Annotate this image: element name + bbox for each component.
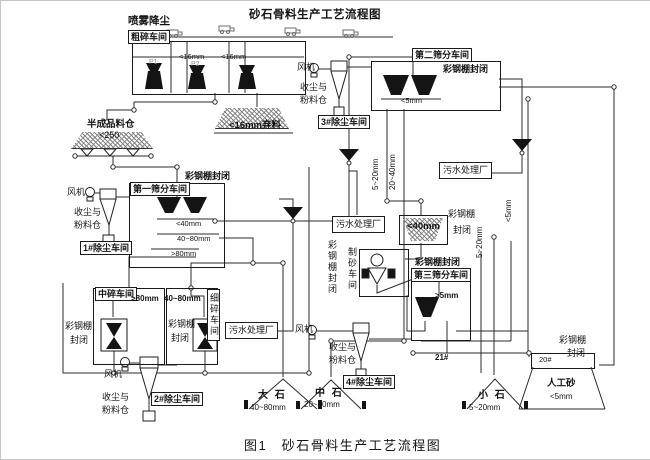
fine-enclosure-l2: 封闭 xyxy=(171,333,190,343)
building-screening-3 xyxy=(411,281,471,341)
mid-enclosure-l2: 封闭 xyxy=(70,335,89,345)
product-medium-size: 20~40mm xyxy=(304,400,340,409)
dedust-workshop-3: 3#除尘车间 xyxy=(318,115,371,130)
dedust-workshop-1: 1#除尘车间 xyxy=(80,241,133,256)
coarse-size-label-b: <16mm xyxy=(221,52,247,61)
sand-shed-enclosure-l2: 封闭 xyxy=(567,348,586,358)
mid-enclosure-l1: 彩钢棚 xyxy=(65,321,93,331)
fine-crush-feed-size: 40~80mm xyxy=(164,294,201,303)
dust-bin-label-1a: 收尘与 xyxy=(74,207,102,217)
semi-bin-label: 半成品料仓 xyxy=(87,119,135,130)
product-sand-name: 人工砂 xyxy=(547,378,576,389)
dust-bin-label-3a: 收尘与 xyxy=(300,82,328,92)
crusher-p1-tag: P1 xyxy=(149,59,158,66)
thickener-icons xyxy=(283,139,532,219)
building-sand-making xyxy=(359,249,409,297)
product-large-size: 40~80mm xyxy=(250,403,286,412)
belt-20-label: 20# xyxy=(539,355,552,364)
dust-bin-label-4b: 粉料仓 xyxy=(329,355,357,365)
figure-caption: 图1 砂石骨料生产工艺流程图 xyxy=(244,438,442,453)
dedust-workshop-2: 2#除尘车间 xyxy=(151,392,204,407)
fan-label-4: 风机 xyxy=(295,324,314,334)
screening-1-enclosure: 彩钢棚封闭 xyxy=(185,171,231,181)
dust-bin-label-2a: 收尘与 xyxy=(102,392,130,402)
pulley-junctions xyxy=(72,54,617,376)
fan-label-1: 风机 xyxy=(67,187,86,197)
dust-bin-label-1b: 粉料仓 xyxy=(74,220,102,230)
product-medium-name: 中 石 xyxy=(315,388,344,399)
belt-21-label: 21# xyxy=(435,353,449,362)
product-small-size: 5~20mm xyxy=(469,403,501,412)
truck-icons xyxy=(166,25,359,38)
fine-crushing-label: 细碎车间 xyxy=(207,289,220,341)
silo-40mm xyxy=(399,215,448,245)
waste-stockpile xyxy=(215,108,289,129)
dust-bin-label-4a: 收尘与 xyxy=(329,342,357,352)
semi-product-stockpile xyxy=(71,132,153,149)
screen1-out-coarse: >80mm xyxy=(171,249,197,258)
silo-enclosure-l1: 彩钢棚 xyxy=(448,209,476,219)
crusher-p2-tag: P2 xyxy=(191,61,200,68)
product-sand-size: <5mm xyxy=(550,392,573,401)
screen3-oversize: >5mm xyxy=(435,291,459,300)
silo-size-label: <40mm xyxy=(407,221,441,232)
screen2-inner-size: <5mm xyxy=(401,96,423,105)
mid-crushing-label: 中碎车间 xyxy=(95,287,138,302)
fan-label-2: 风机 xyxy=(104,369,123,379)
sand-shed-conveyor-housing xyxy=(531,353,595,369)
cyclone-icons xyxy=(99,60,370,422)
semi-bin-size: <250 xyxy=(99,130,120,140)
coarse-size-label-a: <16mm xyxy=(179,52,205,61)
building-coarse-crushing xyxy=(132,41,306,95)
dedust-workshop-4: 4#除尘车间 xyxy=(343,375,396,390)
dust-bin-label-3b: 粉料仓 xyxy=(300,95,328,105)
mid-crush-feed-size: >80mm xyxy=(131,294,159,303)
screening-2-label: 第二筛分车间 xyxy=(412,48,473,63)
pile-post-icons xyxy=(244,400,528,409)
feeder-icons xyxy=(79,148,141,157)
waste-pile-label: <16mm弃料 xyxy=(229,120,282,131)
screening-2-enclosure: 彩钢棚封闭 xyxy=(443,64,489,74)
fan-label-3: 风机 xyxy=(297,62,316,72)
sewage-plant-3: 污水处理厂 xyxy=(225,322,279,339)
right-flow-5-20: 5~20mm xyxy=(475,226,484,258)
sewage-plant-2: 污水处理厂 xyxy=(332,216,386,233)
sand-shed-enclosure-l1: 彩钢棚 xyxy=(559,335,587,345)
sand-shop-enclosure: 彩钢棚封闭 xyxy=(327,240,337,295)
spray-dust-label: 喷雾降尘 xyxy=(128,15,170,27)
page-title: 砂石骨料生产工艺流程图 xyxy=(249,9,381,21)
screen2-out-small: 5~20mm xyxy=(371,158,380,190)
fine-enclosure-l1: 彩钢棚 xyxy=(168,319,196,329)
screen1-out-fine: <40mm xyxy=(176,219,202,228)
screening-3-label: 第三筛分车间 xyxy=(411,268,472,283)
screen1-out-mid: 40~80mm xyxy=(177,234,211,243)
silo-enclosure-l2: 封闭 xyxy=(453,225,472,235)
right-flow-under5: <5mm xyxy=(504,199,513,222)
screening-1-label: 第一筛分车间 xyxy=(130,182,191,197)
coarse-crusher-icons xyxy=(145,63,256,89)
sand-maker-icon xyxy=(361,253,396,286)
dust-bin-label-2b: 粉料仓 xyxy=(102,405,130,415)
screen-icons xyxy=(157,75,439,317)
screening-3-enclosure: 彩钢棚封闭 xyxy=(415,257,461,267)
screen2-out-mid: 20~40mm xyxy=(388,154,397,190)
sand-shop-label: 制砂车间 xyxy=(347,247,357,291)
product-small-name: 小 石 xyxy=(478,390,507,401)
coarse-workshop-label: 粗碎车间 xyxy=(128,30,171,45)
product-large-name: 大 石 xyxy=(258,390,287,401)
sewage-plant-1: 污水处理厂 xyxy=(439,162,493,179)
